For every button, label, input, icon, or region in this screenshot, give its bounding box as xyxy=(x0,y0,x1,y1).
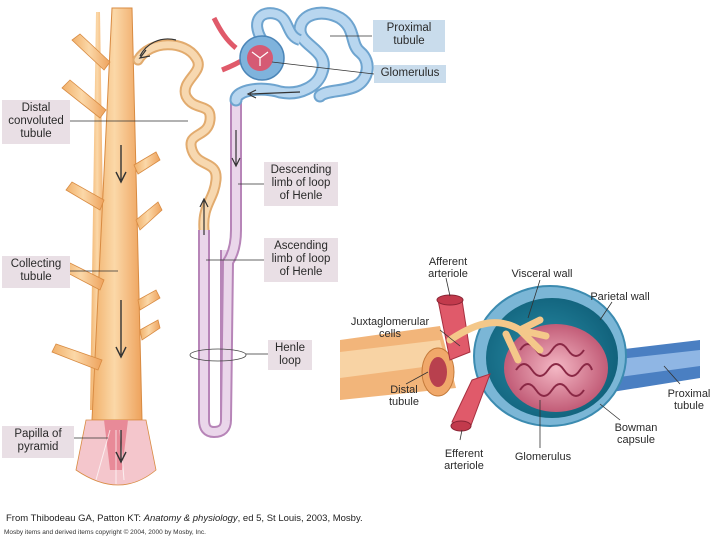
label-ascending-limb: Ascending limb of loop of Henle xyxy=(264,238,338,282)
citation-book-title: Anatomy & physiology xyxy=(143,513,238,524)
copyright-notice: Mosby items and derived items copyright … xyxy=(4,529,206,536)
inset-label-juxtaglomerular-cells: Juxtaglomerular cells xyxy=(350,316,430,341)
renal-corpuscle-inset xyxy=(340,285,700,432)
label-glomerulus: Glomerulus xyxy=(374,65,446,83)
label-collecting-tubule: Collecting tubule xyxy=(2,256,70,288)
label-distal-convoluted-tubule: Distal convoluted tubule xyxy=(2,100,70,144)
inset-label-efferent-arteriole: Efferent arteriole xyxy=(444,448,484,473)
loop-of-henle-drawing xyxy=(189,100,247,439)
inset-label-bowman-capsule: Bowman capsule xyxy=(614,422,658,447)
proximal-tubule-drawing xyxy=(229,6,374,107)
label-papilla-of-pyramid: Papilla of pyramid xyxy=(2,426,74,458)
inset-label-afferent-arteriole: Afferent arteriole xyxy=(428,256,468,281)
label-henle-loop: Henle loop xyxy=(268,340,312,370)
citation-suffix: , ed 5, St Louis, 2003, Mosby. xyxy=(237,513,363,524)
label-proximal-tubule: Proximal tubule xyxy=(373,20,445,52)
distal-convoluted-tubule-drawing xyxy=(132,38,222,236)
inset-label-visceral-wall: Visceral wall xyxy=(511,268,573,280)
glomerular-tuft xyxy=(504,324,608,412)
citation: From Thibodeau GA, Patton KT: Anatomy & … xyxy=(6,513,363,524)
collecting-tubule-drawing xyxy=(51,7,163,486)
label-descending-limb: Descending limb of loop of Henle xyxy=(264,162,338,206)
leader-lines xyxy=(68,35,681,448)
inset-label-glomerulus: Glomerulus xyxy=(514,451,572,463)
glomerulus-drawing xyxy=(211,16,285,81)
inset-label-distal-tubule: Distal tubule xyxy=(389,384,419,409)
citation-prefix: From Thibodeau GA, Patton KT: xyxy=(6,513,144,524)
inset-label-proximal-tubule: Proximal tubule xyxy=(667,388,711,413)
inset-label-parietal-wall: Parietal wall xyxy=(590,291,650,303)
